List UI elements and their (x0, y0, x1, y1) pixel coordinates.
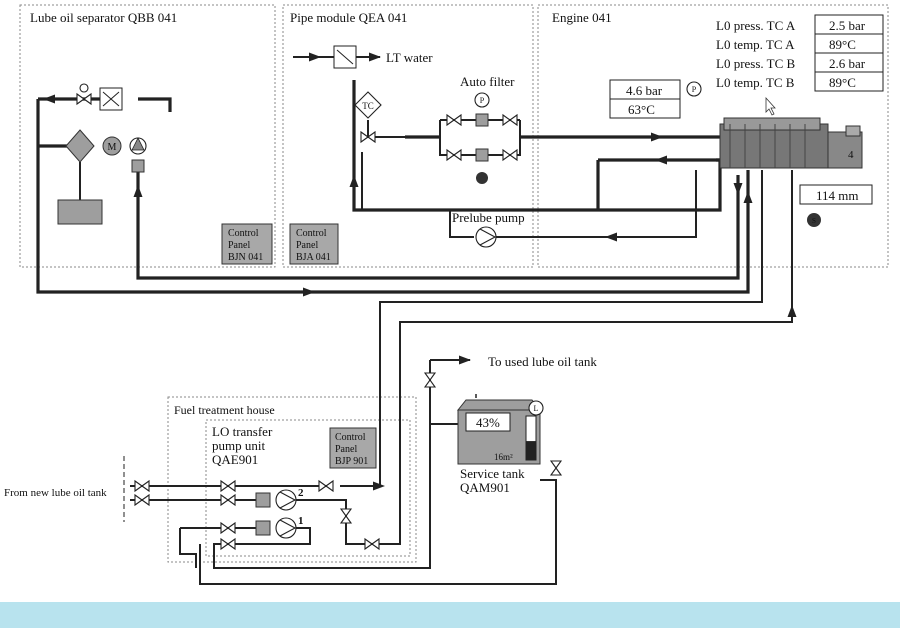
control-panel-bja[interactable]: Control Panel BJA 041 (289, 223, 339, 265)
lo-unit-line-3: QAE901 (212, 452, 258, 467)
svg-text:Control: Control (335, 432, 366, 443)
pipe-module-equipment (309, 45, 667, 248)
lo-unit-section (205, 419, 411, 557)
tank-level-value: 43% (476, 415, 500, 430)
svg-text:Control: Control (228, 228, 259, 239)
svg-text:Panel: Panel (296, 240, 318, 251)
svg-text:BJN 041: BJN 041 (228, 252, 263, 263)
to-used-tank-label: To used lube oil tank (488, 354, 597, 369)
service-tank-line-2: QAM901 (460, 480, 510, 495)
engine-number: 4 (848, 149, 854, 161)
svg-text:Panel: Panel (335, 444, 357, 455)
pump-1-label: 1 (298, 515, 304, 527)
control-panel-bjp[interactable]: Control Panel BJP 901 (329, 427, 377, 469)
fuel-house-title: Fuel treatment house (174, 403, 275, 417)
separator-section (19, 4, 276, 268)
separator-title: Lube oil separator QBB 041 (30, 10, 177, 25)
filter-pressure-label: P (480, 96, 485, 105)
tank-volume-value: 16m² (494, 452, 513, 462)
fuel-house-section (167, 396, 417, 563)
svg-text:BJA 041: BJA 041 (296, 252, 331, 263)
temperature-controller-label: TC (362, 101, 374, 111)
service-tank (456, 394, 544, 465)
tc-readings: L0 press. TC A L0 temp. TC A L0 press. T… (716, 14, 884, 92)
separator-equipment: M (43, 83, 147, 225)
svg-text:Panel: Panel (228, 240, 250, 251)
pipe-module-title: Pipe module QEA 041 (290, 10, 407, 25)
tc-a-temp-value: 89°C (829, 37, 856, 52)
level-mm-value: 114 mm (816, 188, 859, 203)
lo-unit-line-1: LO transfer (212, 424, 273, 439)
inlet-pressure-icon: P (692, 85, 697, 94)
from-new-tank-label: From new lube oil tank (4, 487, 107, 499)
engine-graphic: 4 (719, 117, 863, 169)
svg-text:Control: Control (296, 228, 327, 239)
tc-a-temp-label: L0 temp. TC A (716, 37, 795, 52)
prelube-pump-label: Prelube pump (452, 210, 525, 225)
tc-b-temp-value: 89°C (829, 75, 856, 90)
cursor-icon (765, 96, 776, 116)
tc-b-press-value: 2.6 bar (829, 56, 866, 71)
sensor-icon: S (812, 217, 816, 225)
tank-level-bar (526, 441, 536, 460)
lt-water-label: LT water (386, 50, 433, 65)
tank-level-icon: L (534, 404, 539, 413)
footer-band (0, 602, 900, 628)
tc-a-press-value: 2.5 bar (829, 18, 866, 33)
lo-unit-line-2: pump unit (212, 438, 265, 453)
motor-label: M (108, 142, 117, 153)
tc-a-press-label: L0 press. TC A (716, 18, 796, 33)
lube-oil-system-diagram: Lube oil separator QBB 041 Pipe module Q… (4, 4, 889, 585)
tc-b-temp-label: L0 temp. TC B (716, 75, 795, 90)
separator-sludge-tank (57, 199, 103, 225)
engine-title: Engine 041 (552, 10, 612, 25)
auto-filter-label: Auto filter (460, 74, 515, 89)
inlet-pressure-value: 4.6 bar (626, 83, 663, 98)
motor-icon (102, 136, 122, 156)
pump-2-label: 2 (298, 487, 304, 499)
control-panel-bjn[interactable]: Control Panel BJN 041 (221, 223, 273, 265)
service-tank-line-1: Service tank (460, 466, 525, 481)
inlet-temp-value: 63°C (628, 102, 655, 117)
svg-text:BJP 901: BJP 901 (335, 456, 368, 467)
tc-b-press-label: L0 press. TC B (716, 56, 796, 71)
